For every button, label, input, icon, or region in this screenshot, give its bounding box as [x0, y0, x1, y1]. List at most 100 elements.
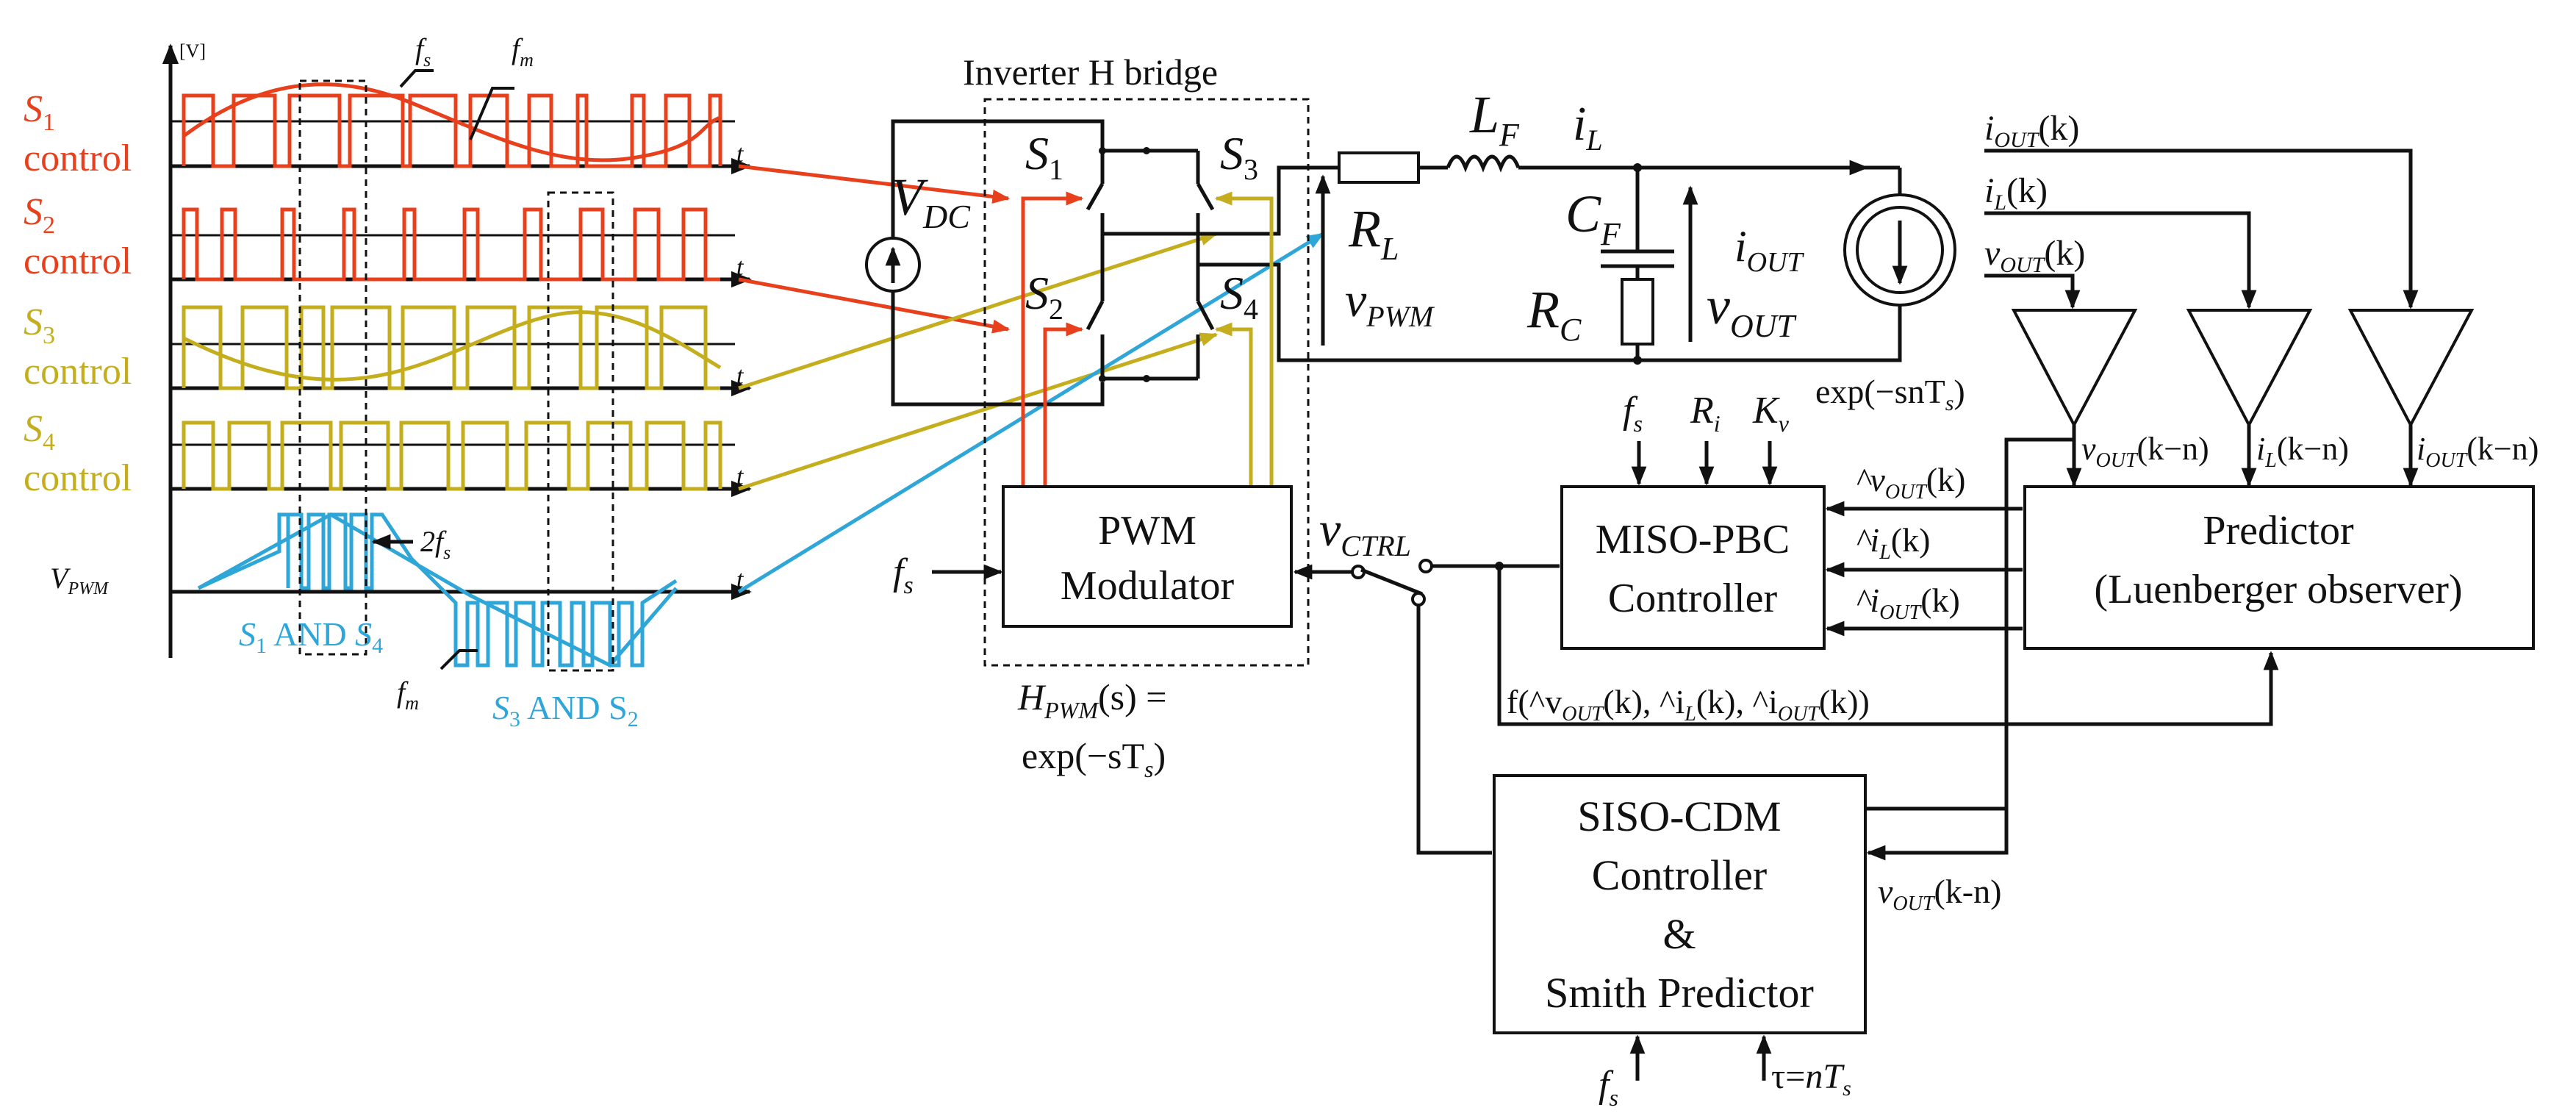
il-kn-label: iL(k−n): [2256, 431, 2349, 472]
waveform-panel: [V] t t t t t: [24, 32, 752, 731]
miso-to-predictor-line: [1497, 566, 2279, 726]
s2-gate-arrow: [738, 277, 1011, 334]
t-label: t: [736, 254, 745, 281]
s4-label: S4: [24, 408, 55, 456]
rc-label: RC: [1526, 280, 1582, 348]
vout-kn-label: vOUT(k−n): [2081, 431, 2209, 472]
s1-gate-arrow: [738, 164, 1011, 204]
output-filter: RL vPWM LF iL CF RC iOUT vOUT exp(−snTs): [1294, 85, 1965, 415]
hat-vout-label: ^vOUT(k): [1856, 461, 1965, 504]
miso-pbc-group: MISO-PBC Controller fs Ri Kv ^vOUT(k) ^i…: [1418, 390, 2279, 726]
fs-leader: [399, 69, 434, 88]
dc-bus-bottom: [891, 290, 1105, 407]
s4-waveform: [182, 420, 722, 491]
gate-signal-arrows: [737, 164, 1325, 594]
s2-label: S2: [24, 191, 55, 239]
rl-resistor-icon: [1338, 151, 1420, 184]
vout-label: vOUT: [1707, 276, 1798, 344]
fs-input-label: fs: [893, 551, 914, 599]
plant-delay-label: exp(−snTs): [1815, 373, 1965, 415]
switch-s3-icon: [1196, 182, 1215, 211]
fm-bottom-leader: [440, 649, 478, 670]
s3-label: S3: [24, 301, 55, 349]
s3-drive-line: [1214, 191, 1274, 485]
vout-k-line: [1984, 273, 2081, 309]
switch-s2-icon: [1086, 300, 1105, 331]
selector-switch-icon: [1360, 568, 1423, 596]
s1-control-label: control: [24, 137, 132, 179]
s1-switch-label: S1: [1025, 127, 1063, 186]
lf-label: LF: [1469, 85, 1520, 153]
s1-modulation-sine: [182, 82, 721, 162]
dc-bus-top: [891, 119, 1105, 239]
s1-label: S1: [24, 88, 55, 136]
miso-ri-label: Ri: [1690, 390, 1721, 437]
rl-label: RL: [1348, 199, 1399, 267]
s4-gate-arrow: [738, 332, 1219, 491]
vout-k-label: vOUT(k): [1984, 234, 2085, 277]
iout-k-label: iOUT(k): [1984, 109, 2079, 152]
tau-label: τ=nTs: [1771, 1057, 1851, 1101]
siso-cdm-block: [1493, 774, 1867, 1034]
fs-label: fs: [415, 32, 431, 71]
two-fs-label: 2fs: [420, 525, 451, 563]
sampler-il-icon: [2186, 309, 2313, 429]
time-labels: t t t t t: [736, 140, 745, 593]
pwm-modulator-block: [1002, 485, 1293, 628]
miso-kv-label: Kv: [1752, 390, 1790, 437]
s3-waveform: [182, 305, 720, 390]
miso-pbc-block: [1560, 485, 1826, 650]
siso-line1: SISO-CDM: [1577, 792, 1781, 840]
pwm-modulator-line1: PWM: [1098, 508, 1196, 554]
iout-kn-label: iOUT(k−n): [2417, 431, 2539, 472]
s4-drive-line: [1214, 322, 1253, 485]
iout-k-line: [1984, 148, 2419, 309]
s2-control-label: control: [24, 240, 132, 282]
vctrl-selector: vCTRL: [1293, 503, 1492, 855]
il-k-line: [1984, 211, 2257, 309]
s1-and-s4-label: S1 AND S4: [239, 615, 383, 658]
cf-label: CF: [1565, 185, 1621, 252]
s1-drive-line: [1021, 191, 1084, 485]
vpwm-waveform: [197, 512, 678, 668]
s2-drive-line: [1043, 322, 1084, 485]
bridge-output-top: [1102, 165, 1330, 236]
bridge-dashed-border: [983, 98, 1310, 667]
s4-control-label: control: [24, 457, 132, 499]
predictor-func-label: f(^vOUT(k), ^iL(k), ^iOUT(k)): [1507, 683, 1870, 726]
hpwm-label: HPWM(s) =: [1017, 676, 1166, 723]
inverter-h-bridge: Inverter H bridge VDC S1 S2 S3 S4: [865, 51, 1330, 782]
predictor-line2: (Luenberger observer): [2094, 567, 2462, 612]
vpwm-label: vPWM: [1345, 273, 1435, 333]
measured-signals: iOUT(k) iL(k) vOUT(k) vOUT(k−n) iL(k−n) …: [1850, 109, 2539, 861]
s3-control-label: control: [24, 351, 132, 393]
sampler-vout-icon: [2011, 309, 2138, 429]
predictor-block: [2023, 485, 2535, 650]
pwm-modulator-line2: Modulator: [1061, 563, 1235, 609]
vctrl-label: vCTRL: [1319, 503, 1411, 562]
miso-line1: MISO-PBC: [1596, 517, 1790, 562]
return-rail: [1294, 305, 1902, 362]
vpwm-triangle: [197, 512, 678, 668]
t-label: t: [736, 362, 745, 390]
carrier-reference-lines: [171, 120, 735, 446]
hat-iout-label: ^iOUT(k): [1856, 581, 1960, 624]
siso-cdm-group: SISO-CDM Controller & Smith Predictor fs…: [1493, 774, 2001, 1111]
switch-s4-icon: [1196, 300, 1215, 331]
sampler-iout-icon: [2347, 309, 2475, 429]
bridge-output-bottom: [1198, 262, 1330, 362]
s2-waveform: [182, 207, 720, 282]
axis-unit: [V]: [179, 40, 206, 62]
siso-vout-kn-label: vOUT(k-n): [1878, 873, 2001, 915]
vdc-label: VDC: [891, 168, 971, 235]
s2-switch-label: S2: [1025, 267, 1063, 326]
vpwm-arrow: [737, 232, 1325, 594]
switch-s1-icon: [1086, 182, 1105, 211]
s3-switch-label: S3: [1220, 127, 1258, 186]
s3-gate-arrow: [738, 232, 1219, 390]
focus-box-s1s4: [298, 79, 367, 656]
il-label: iL: [1573, 97, 1603, 157]
siso-line3: &: [1662, 910, 1696, 958]
hpwm-exp-label: exp(−sTs): [1022, 735, 1166, 782]
predictor-group: Predictor (Luenberger observer): [2023, 485, 2535, 650]
